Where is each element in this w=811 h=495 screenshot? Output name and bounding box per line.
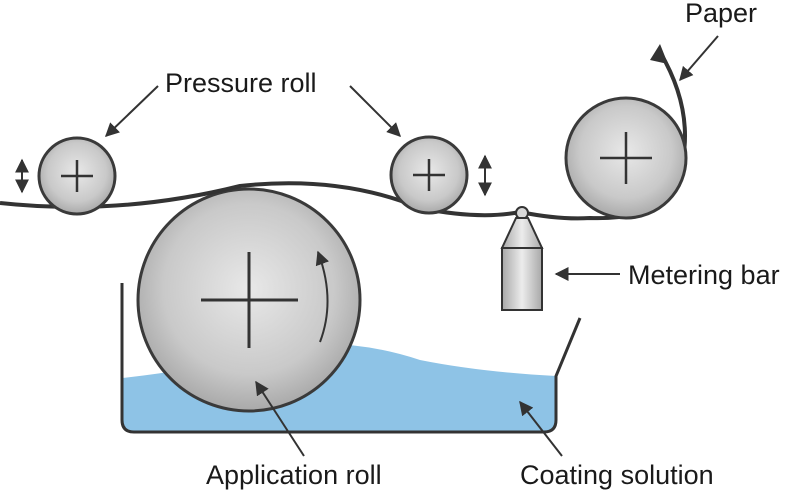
application-roll-leader xyxy=(255,380,305,457)
paper-leader xyxy=(679,35,719,82)
paper-arrow-icon xyxy=(650,44,668,64)
label-pressure-roll: Pressure roll xyxy=(165,68,317,98)
label-paper: Paper xyxy=(685,0,757,28)
pressure-roll-middle xyxy=(389,135,469,215)
label-application-roll: Application roll xyxy=(206,460,382,490)
label-coating-solution: Coating solution xyxy=(520,460,714,490)
pressure-roll-leader-left xyxy=(104,85,159,137)
metering-bar xyxy=(500,206,544,311)
pressure-roll-left xyxy=(37,136,117,216)
pressure-roll-leader-right xyxy=(349,85,401,137)
rotation-arrow-icon xyxy=(315,250,329,343)
guide-roll xyxy=(564,96,688,220)
label-metering-bar: Metering bar xyxy=(628,260,780,290)
coating-solution-leader xyxy=(519,400,563,457)
application-roll xyxy=(136,187,362,413)
